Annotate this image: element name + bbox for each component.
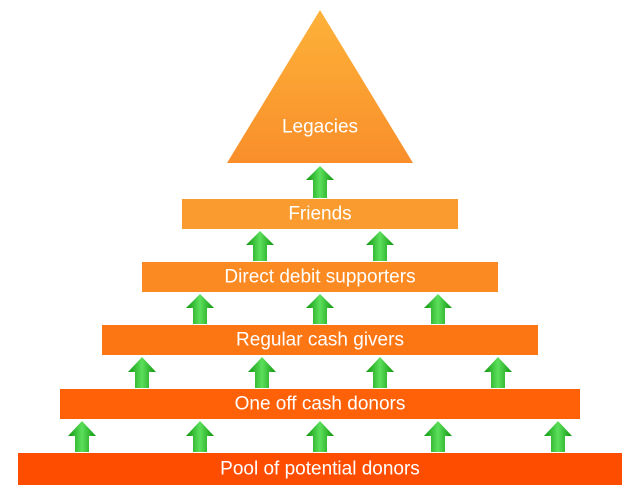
tier-regular-cash-givers: Regular cash givers	[102, 325, 538, 355]
tier-direct-debit-supporters: Direct debit supporters	[142, 262, 498, 292]
tier-label-one-off-cash-donors: One off cash donors	[235, 394, 406, 415]
apex-label: Legacies	[282, 117, 358, 138]
arrows-to-direct-debit-supporters	[186, 294, 452, 324]
tier-bar	[142, 262, 498, 292]
up-arrow-icon	[424, 294, 452, 324]
tier-bar	[102, 325, 538, 355]
apex-triangle	[227, 10, 413, 163]
tier-label-direct-debit-supporters: Direct debit supporters	[224, 267, 415, 288]
tier-bar	[182, 199, 458, 229]
up-arrow-icon	[366, 231, 394, 261]
tier-bar	[60, 389, 580, 419]
up-arrow-icon	[306, 421, 334, 452]
up-arrow-icon	[68, 421, 96, 452]
up-arrow-icon	[128, 357, 156, 388]
up-arrow-icon	[544, 421, 572, 452]
up-arrow-icon	[424, 421, 452, 452]
up-arrow-icon	[246, 231, 274, 261]
arrows-to-one-off-cash-donors	[68, 421, 572, 452]
tier-one-off-cash-donors: One off cash donors	[60, 389, 580, 419]
up-arrow-icon	[306, 294, 334, 324]
up-arrow-icon	[306, 166, 334, 198]
tier-label-friends: Friends	[288, 204, 351, 225]
arrows-to-friends	[246, 231, 394, 261]
up-arrow-icon	[186, 294, 214, 324]
arrows-to-regular-cash-givers	[128, 357, 512, 388]
up-arrow-icon	[366, 357, 394, 388]
up-arrow-icon	[248, 357, 276, 388]
arrows-to-legacies	[306, 166, 334, 198]
tier-friends: Friends	[182, 199, 458, 229]
up-arrow-icon	[484, 357, 512, 388]
tier-label-regular-cash-givers: Regular cash givers	[236, 330, 404, 351]
tier-bar	[18, 453, 622, 485]
tier-pool-of-potential-donors: Pool of potential donors	[18, 453, 622, 485]
apex-legacies: Legacies	[227, 10, 413, 163]
tier-label-pool-of-potential-donors: Pool of potential donors	[220, 459, 420, 480]
up-arrow-icon	[186, 421, 214, 452]
